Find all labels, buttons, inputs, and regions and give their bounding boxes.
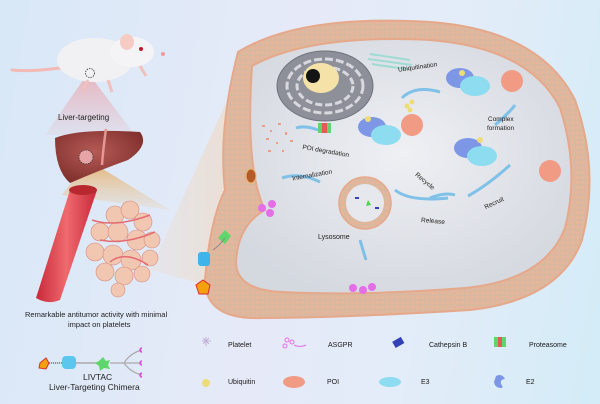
e2-icon [494, 375, 505, 388]
antitumor-caption-line2: impact on platelets [68, 320, 131, 329]
ubiquitin-icon [202, 379, 210, 387]
livtac-name: LIVTAC [83, 372, 113, 382]
process-arrows [281, 88, 517, 261]
e3-e2-poi-complex-ubiquitinated [358, 99, 423, 145]
golgi-apparatus [367, 53, 413, 70]
livtac-molecule-near-cell [195, 230, 231, 295]
liver-illustration [55, 128, 144, 183]
e3-e2-poi-complex-top [446, 68, 523, 96]
legend-label-asgpr: ASGPR [328, 342, 353, 349]
poi-fragments [262, 123, 293, 152]
legend-label-platelet: Platelet [228, 342, 252, 349]
e3-icon [379, 377, 401, 387]
legend-icons [202, 336, 506, 388]
legend-label-e2: E2 [526, 379, 535, 386]
zoom-cone-mouse-to-liver [45, 73, 135, 135]
complex-formation-label-line2: formation [487, 125, 515, 132]
legend-label-e3: E3 [421, 379, 430, 386]
proteasome-icon [494, 337, 506, 347]
livtac-schema [38, 347, 143, 378]
liver-targeting-label: Liver-targeting [58, 113, 110, 122]
e3-e2-complex-middle [454, 137, 497, 166]
proteasome-in-cell [318, 123, 331, 133]
nucleus-and-er [276, 50, 374, 122]
mouse-illustration [10, 34, 165, 93]
lysosome-organelle [338, 176, 392, 230]
tumor-and-vessel-illustration [36, 185, 161, 303]
complex-formation-label-line1: Complex [488, 116, 514, 123]
platelet-icon [202, 337, 211, 346]
legend-label-proteasome: Proteasome [529, 342, 567, 349]
livtac-full-name: Liver-Targeting Chimera [49, 382, 140, 392]
asgpr-receptors [258, 200, 376, 294]
legend-label-cathepsin-b: Cathepsin B [429, 342, 468, 349]
legend-label-poi: POI [327, 379, 340, 386]
legend-label-ubiquitin: Ubiquitin [228, 379, 256, 386]
antitumor-caption-line1: Remarkable antitumor activity with minim… [25, 310, 168, 319]
free-poi [539, 160, 561, 182]
cathepsin-b-icon [392, 336, 405, 348]
mitochondrion [245, 168, 257, 184]
asgpr-icon [282, 337, 307, 349]
lysosome-label: Lysosome [318, 234, 350, 241]
poi-icon [283, 376, 305, 388]
